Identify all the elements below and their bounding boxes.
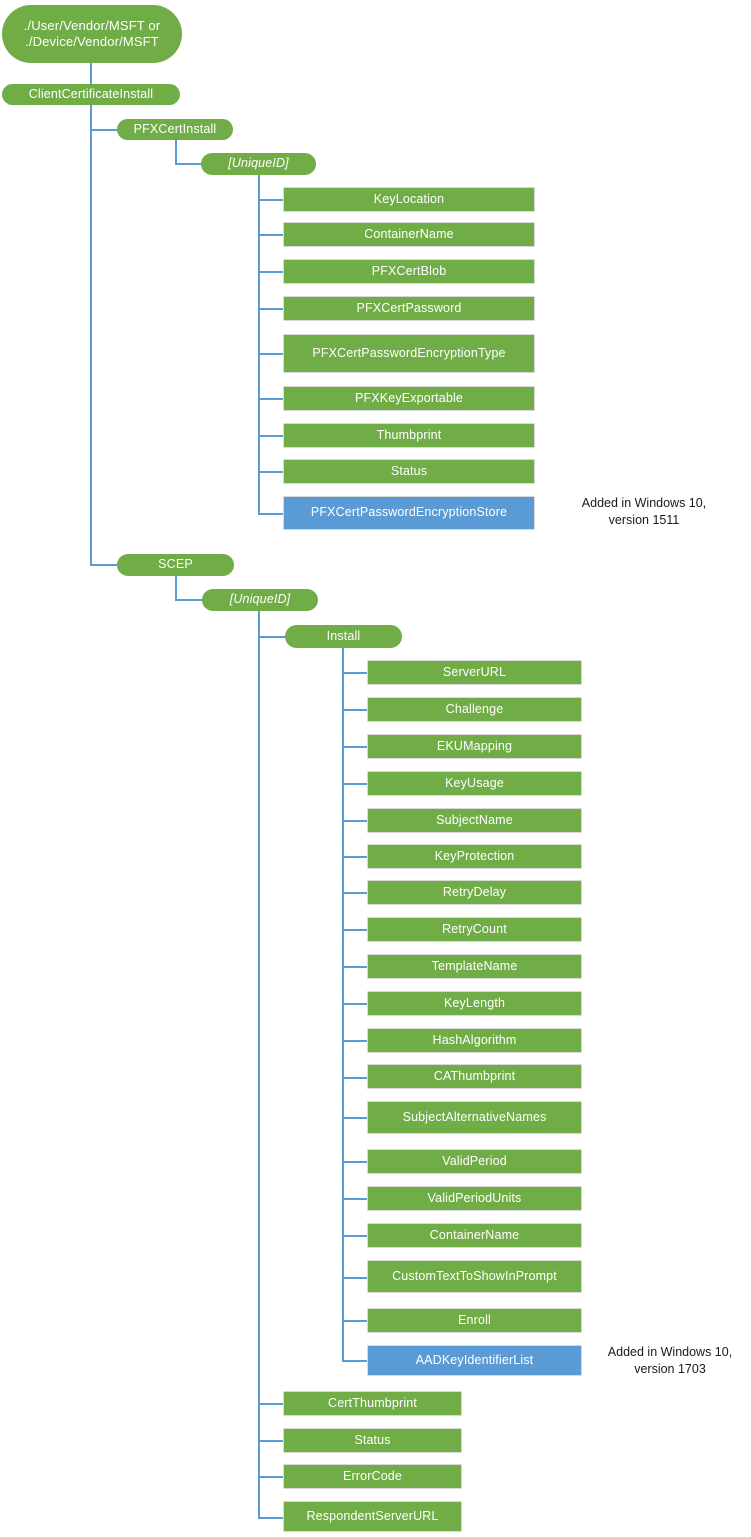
node-root[interactable]: ./User/Vendor/MSFT or ./Device/Vendor/MS… [2, 5, 182, 63]
node-scep[interactable]: SCEP [117, 554, 234, 576]
node-client-certificate-install[interactable]: ClientCertificateInstall [2, 84, 180, 105]
connector-scepuid-tail-1 [258, 1440, 285, 1442]
node-key-length[interactable]: KeyLength [367, 991, 582, 1016]
node-pfx-cert-password[interactable]: PFXCertPassword [283, 296, 535, 321]
connector-pfxuid-child-6 [258, 435, 285, 437]
connector-scepuid-tail-0 [258, 1403, 285, 1405]
node-key-location[interactable]: KeyLocation [283, 187, 535, 212]
node-retry-delay[interactable]: RetryDelay [367, 880, 582, 905]
node-server-url[interactable]: ServerURL [367, 660, 582, 685]
connector-install-child-15 [342, 1235, 369, 1237]
node-eku-mapping[interactable]: EKUMapping [367, 734, 582, 759]
node-pfx-cert-password-encryption-store[interactable]: PFXCertPasswordEncryptionStore [283, 496, 535, 530]
connector-pfxuid-rail [258, 175, 260, 514]
node-cert-thumbprint[interactable]: CertThumbprint [283, 1391, 462, 1416]
connector-cci-rail [90, 104, 92, 565]
connector-install-child-16 [342, 1277, 369, 1279]
connector-cci-to-scep [90, 564, 119, 566]
connector-install-child-8 [342, 966, 369, 968]
node-pfx-cert-password-encryption-type[interactable]: PFXCertPasswordEncryptionType [283, 334, 535, 373]
note-added-windows-1511: Added in Windows 10, version 1511 [581, 496, 707, 527]
node-valid-period[interactable]: ValidPeriod [367, 1149, 582, 1174]
node-container-name[interactable]: ContainerName [283, 222, 535, 247]
node-status-pfx[interactable]: Status [283, 459, 535, 484]
node-respondent-server-url[interactable]: RespondentServerURL [283, 1501, 462, 1532]
node-subject-alternative-names[interactable]: SubjectAlternativeNames [367, 1101, 582, 1134]
connector-scepuid-tail-2 [258, 1476, 285, 1478]
connector-install-child-10 [342, 1040, 369, 1042]
connector-pfxuid-child-8 [258, 513, 285, 515]
node-hash-algorithm[interactable]: HashAlgorithm [367, 1028, 582, 1053]
node-install[interactable]: Install [285, 625, 402, 648]
connector-cci-to-pfx [90, 129, 119, 131]
node-enroll[interactable]: Enroll [367, 1308, 582, 1333]
connector-install-child-2 [342, 746, 369, 748]
connector-install-child-4 [342, 820, 369, 822]
connector-install-child-9 [342, 1003, 369, 1005]
node-thumbprint[interactable]: Thumbprint [283, 423, 535, 448]
connector-install-child-17 [342, 1320, 369, 1322]
connector-pfx-to-uid [175, 163, 204, 165]
connector-install-child-5 [342, 856, 369, 858]
node-template-name[interactable]: TemplateName [367, 954, 582, 979]
node-error-code[interactable]: ErrorCode [283, 1464, 462, 1489]
node-pfx-cert-install[interactable]: PFXCertInstall [117, 119, 233, 140]
connector-pfxuid-child-0 [258, 199, 285, 201]
node-pfx-cert-blob[interactable]: PFXCertBlob [283, 259, 535, 284]
node-challenge[interactable]: Challenge [367, 697, 582, 722]
node-custom-text-to-show-in-prompt[interactable]: CustomTextToShowInPrompt [367, 1260, 582, 1293]
node-container-name-scep[interactable]: ContainerName [367, 1223, 582, 1248]
connector-install-child-13 [342, 1161, 369, 1163]
connector-pfxuid-child-4 [258, 353, 285, 355]
connector-scepuid-to-install [258, 636, 287, 638]
connector-scep-to-uid [175, 599, 204, 601]
node-scep-unique-id[interactable]: [UniqueID] [202, 589, 318, 611]
node-key-usage[interactable]: KeyUsage [367, 771, 582, 796]
connector-install-child-0 [342, 672, 369, 674]
connector-install-child-12 [342, 1117, 369, 1119]
connector-scepuid-tail-3 [258, 1517, 285, 1519]
node-subject-name[interactable]: SubjectName [367, 808, 582, 833]
connector-pfxuid-child-5 [258, 398, 285, 400]
connector-install-child-6 [342, 892, 369, 894]
node-retry-count[interactable]: RetryCount [367, 917, 582, 942]
connector-install-child-7 [342, 929, 369, 931]
connector-install-child-1 [342, 709, 369, 711]
node-valid-period-units[interactable]: ValidPeriodUnits [367, 1186, 582, 1211]
connector-scepuid-rail [258, 611, 260, 1518]
connector-install-child-14 [342, 1198, 369, 1200]
connector-pfx-rail [175, 140, 177, 164]
connector-install-child-11 [342, 1077, 369, 1079]
node-pfx-unique-id[interactable]: [UniqueID] [201, 153, 316, 175]
connector-pfxuid-child-2 [258, 271, 285, 273]
connector-install-child-18 [342, 1360, 369, 1362]
node-status-scep[interactable]: Status [283, 1428, 462, 1453]
connector-pfxuid-child-7 [258, 471, 285, 473]
node-key-protection[interactable]: KeyProtection [367, 844, 582, 869]
connector-pfxuid-child-1 [258, 234, 285, 236]
node-pfx-key-exportable[interactable]: PFXKeyExportable [283, 386, 535, 411]
connector-scep-rail [175, 576, 177, 600]
node-ca-thumbprint[interactable]: CAThumbprint [367, 1064, 582, 1089]
connector-root-to-cci [90, 62, 92, 86]
node-aad-key-identifier-list[interactable]: AADKeyIdentifierList [367, 1345, 582, 1376]
note-added-windows-1703: Added in Windows 10, version 1703 [607, 1345, 733, 1376]
connector-install-child-3 [342, 783, 369, 785]
connector-pfxuid-child-3 [258, 308, 285, 310]
